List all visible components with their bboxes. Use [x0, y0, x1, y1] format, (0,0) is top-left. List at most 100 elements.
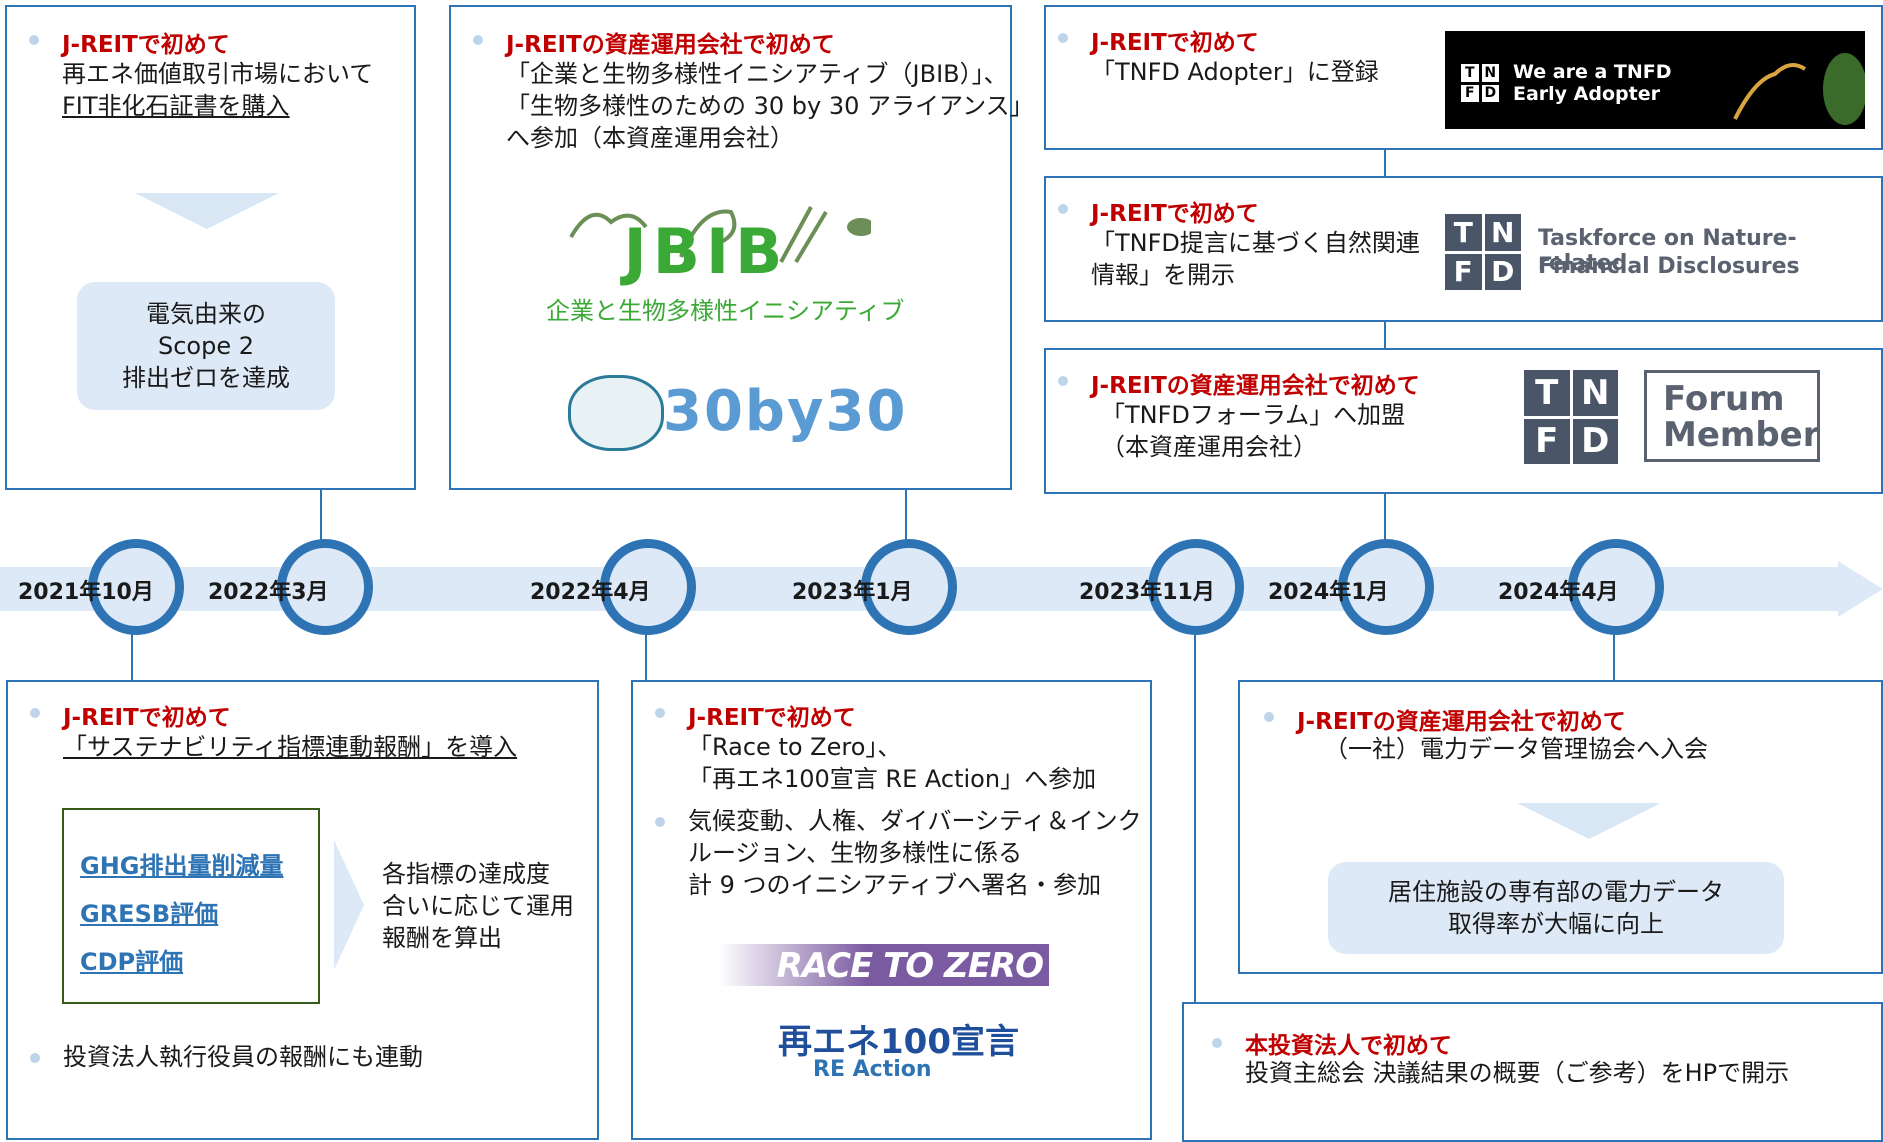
event-card-shareholder-meeting: 本投資法人で初めて 投資主総会 決議結果の概要（ご参考）をHPで開示 [1182, 1002, 1883, 1142]
metric-link[interactable]: GHG排出量削減量 [80, 852, 284, 880]
forum-member-badge: Forum Member [1644, 370, 1820, 462]
date-label: 2023年11月 [1079, 580, 1215, 605]
tnfd-letter: T [1524, 370, 1570, 416]
tnfd-adopter-badge: T N F D We are a TNFD Early Adopter [1445, 31, 1865, 129]
bullet [655, 817, 665, 827]
card-text: （一社）電力データ管理協会へ入会 [1324, 735, 1708, 763]
result-text: 排出ゼロを達成 [122, 364, 290, 392]
card-text: 「再エネ100宣言 RE Action」へ参加 [688, 765, 1097, 793]
card-heading: J-REITで初めて [1091, 201, 1259, 227]
tnfd-letter: T [1461, 64, 1479, 82]
card-heading: J-REITの資産運用会社で初めて [506, 32, 835, 58]
event-card-tnfd-forum: J-REITの資産運用会社で初めて 「TNFDフォーラム」へ加盟 （本資産運用会… [1044, 348, 1883, 494]
connector [131, 634, 133, 682]
re100-logo: 再エネ100宣言 [778, 1022, 1019, 1062]
tnfd-letter: N [1572, 370, 1618, 416]
tnfd-letter: D [1572, 418, 1618, 464]
race-to-zero-text: RACE TO ZERO [776, 946, 1044, 986]
event-card-tnfd-disclosure: J-REITで初めて 「TNFD提言に基づく自然関連 情報」を開示 T N F … [1044, 176, 1883, 322]
tnfd-letter: F [1445, 253, 1482, 290]
card-heading: 本投資法人で初めて [1245, 1033, 1452, 1059]
tnfd-letter: D [1481, 84, 1499, 102]
card-text: FIT非化石証書を購入 [62, 92, 290, 120]
jbib-subtitle: 企業と生物多様性イニシアティブ [546, 297, 905, 325]
tnfd-letter: D [1484, 253, 1521, 290]
badge-text: Forum [1663, 379, 1785, 419]
card-text: 各指標の達成度 [382, 860, 550, 888]
bullet [1264, 712, 1274, 722]
card-text: 「TNFD提言に基づく自然関連 [1091, 229, 1420, 257]
date-label: 2024年4月 [1498, 580, 1619, 605]
timeline-node [1338, 539, 1434, 635]
tnfd-letter: F [1524, 418, 1570, 464]
connector [905, 488, 907, 543]
connector [645, 634, 647, 682]
card-text: 情報」を開示 [1091, 261, 1235, 289]
timeline-node [277, 539, 373, 635]
timeline-node [600, 539, 696, 635]
connector [1384, 320, 1386, 348]
card-heading: J-REITで初めて [1091, 30, 1259, 56]
metrics-box: GHG排出量削減量 GRESB評価 CDP評価 [62, 808, 320, 1004]
timeline-node [88, 539, 184, 635]
bullet [29, 35, 39, 45]
tnfd-letter: F [1461, 84, 1479, 102]
bullet [1212, 1038, 1222, 1048]
tnfd-org-name: Taskforce on Nature-related [1538, 226, 1797, 276]
badge-text: Member [1663, 415, 1820, 455]
connector [1384, 492, 1386, 543]
30by30-emblem-icon [568, 375, 664, 451]
card-text: 「TNFDフォーラム」へ加盟 [1101, 401, 1406, 429]
bullet [30, 708, 40, 718]
timeline-node [1148, 539, 1244, 635]
bullet [1058, 376, 1068, 386]
result-box: 居住施設の専有部の電力データ 取得率が大幅に向上 [1328, 862, 1784, 954]
metric-link[interactable]: CDP評価 [80, 948, 184, 976]
card-heading: J-REITの資産運用会社で初めて [1091, 373, 1420, 399]
timeline-arrow [1838, 561, 1883, 617]
30by30-logo: 30by30 [663, 379, 908, 444]
result-text: 取得率が大幅に向上 [1448, 910, 1664, 938]
timeline-node [861, 539, 957, 635]
event-card-power-data-association: J-REITの資産運用会社で初めて （一社）電力データ管理協会へ入会 居住施設の… [1238, 680, 1883, 974]
card-text: （本資産運用会社） [1101, 433, 1317, 461]
down-arrow-icon [1517, 803, 1661, 839]
result-text: Scope 2 [157, 332, 254, 360]
connector [1194, 634, 1196, 1004]
bullet [30, 1053, 40, 1063]
event-card-fit-certificates: J-REITで初めて 再エネ価値取引市場において FIT非化石証書を購入 電気由… [5, 5, 416, 490]
jbib-letters: JBIB [623, 215, 789, 288]
result-box: 電気由来の Scope 2 排出ゼロを達成 [77, 282, 335, 410]
card-text: 「TNFD Adopter」に登録 [1091, 58, 1379, 86]
card-heading: J-REITで初めて [63, 705, 231, 731]
tnfd-letter: T [1445, 214, 1482, 251]
event-card-tnfd-adopter: J-REITで初めて 「TNFD Adopter」に登録 T N F D We … [1044, 5, 1883, 150]
card-text: 「生物多様性のための 30 by 30 アライアンス」 [506, 92, 1034, 120]
card-text: 投資法人執行役員の報酬にも連動 [63, 1043, 423, 1071]
right-arrow-icon [334, 840, 364, 970]
badge-text: Early Adopter [1513, 83, 1660, 105]
badge-text: We are a TNFD [1513, 61, 1672, 83]
result-text: 電気由来の [146, 300, 266, 328]
card-text: 再エネ価値取引市場において [62, 60, 374, 88]
date-label: 2024年1月 [1268, 580, 1389, 605]
metric-link[interactable]: GRESB評価 [80, 900, 219, 928]
card-text: 投資主総会 決議結果の概要（ご参考）をHPで開示 [1245, 1059, 1790, 1087]
race-to-zero-logo: RACE TO ZERO [719, 944, 1049, 986]
timeline-node [1568, 539, 1664, 635]
card-text: 気候変動、人権、ダイバーシティ＆インク [688, 807, 1142, 835]
event-card-jbib-30by30: J-REITの資産運用会社で初めて 「企業と生物多様性イニシアティブ（JBIB）… [449, 5, 1034, 490]
card-text: 計 9 つのイニシアティブへ署名・参加 [688, 871, 1102, 899]
card-text: 「サステナビリティ指標連動報酬」を導入 [63, 733, 518, 761]
card-text: ルージョン、生物多様性に係る [688, 839, 1023, 867]
card-text: 「Race to Zero」、 [688, 733, 902, 761]
tnfd-letter: N [1481, 64, 1499, 82]
bullet [655, 708, 665, 718]
card-text: 報酬を算出 [382, 924, 502, 952]
bullet [1058, 204, 1068, 214]
bullet [1058, 33, 1068, 43]
card-heading: J-REITで初めて [688, 705, 856, 731]
frog-icon [1733, 53, 1865, 125]
date-label: 2021年10月 [18, 580, 154, 605]
connector [1613, 634, 1615, 682]
